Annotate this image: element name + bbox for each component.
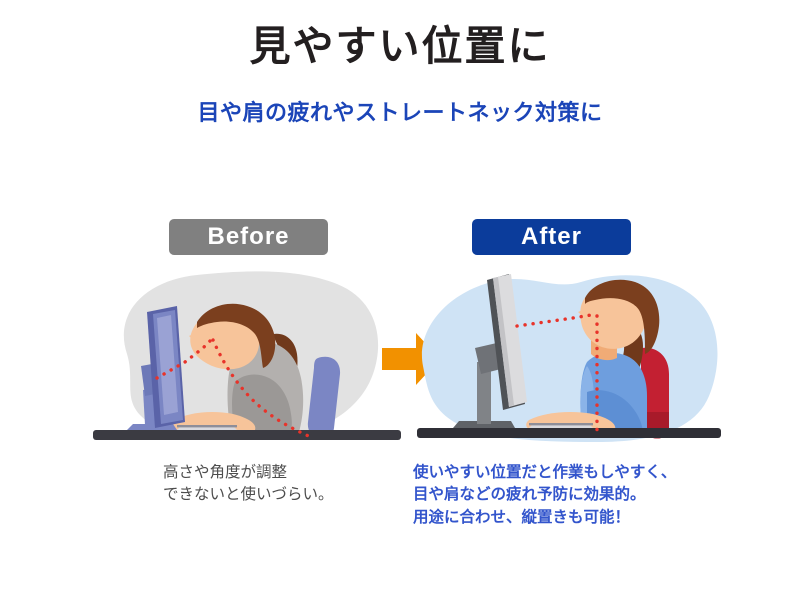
desk-after: [417, 428, 721, 438]
monitor-after: [453, 274, 527, 428]
keyboard-before: [177, 425, 237, 430]
keyboard-after: [529, 423, 593, 428]
sightline-after: [515, 313, 593, 328]
caption-after: 使いやすい位置だと作業もしやすく、 目や肩などの疲れ予防に効果的。 用途に合わせ…: [413, 464, 677, 526]
monitor-before: [127, 306, 185, 430]
illustration-before: [85, 262, 415, 462]
badge-after: After: [472, 219, 631, 255]
illustration-after: [405, 262, 735, 462]
page-title: 見やすい位置に: [249, 23, 551, 69]
desk-before: [93, 430, 401, 440]
sightline-before: [155, 338, 213, 380]
caption-before: 高さや角度が調整 できないと使いづらい。: [163, 464, 334, 504]
page-subtitle: 目や肩の疲れやストレートネック対策に: [197, 100, 603, 125]
badge-before-label: Before: [207, 223, 290, 250]
chair-before: [307, 356, 341, 439]
person-before: [172, 303, 304, 432]
spineline-before: [211, 338, 315, 440]
badge-after-label: After: [520, 223, 582, 250]
badge-before: Before: [169, 219, 328, 255]
